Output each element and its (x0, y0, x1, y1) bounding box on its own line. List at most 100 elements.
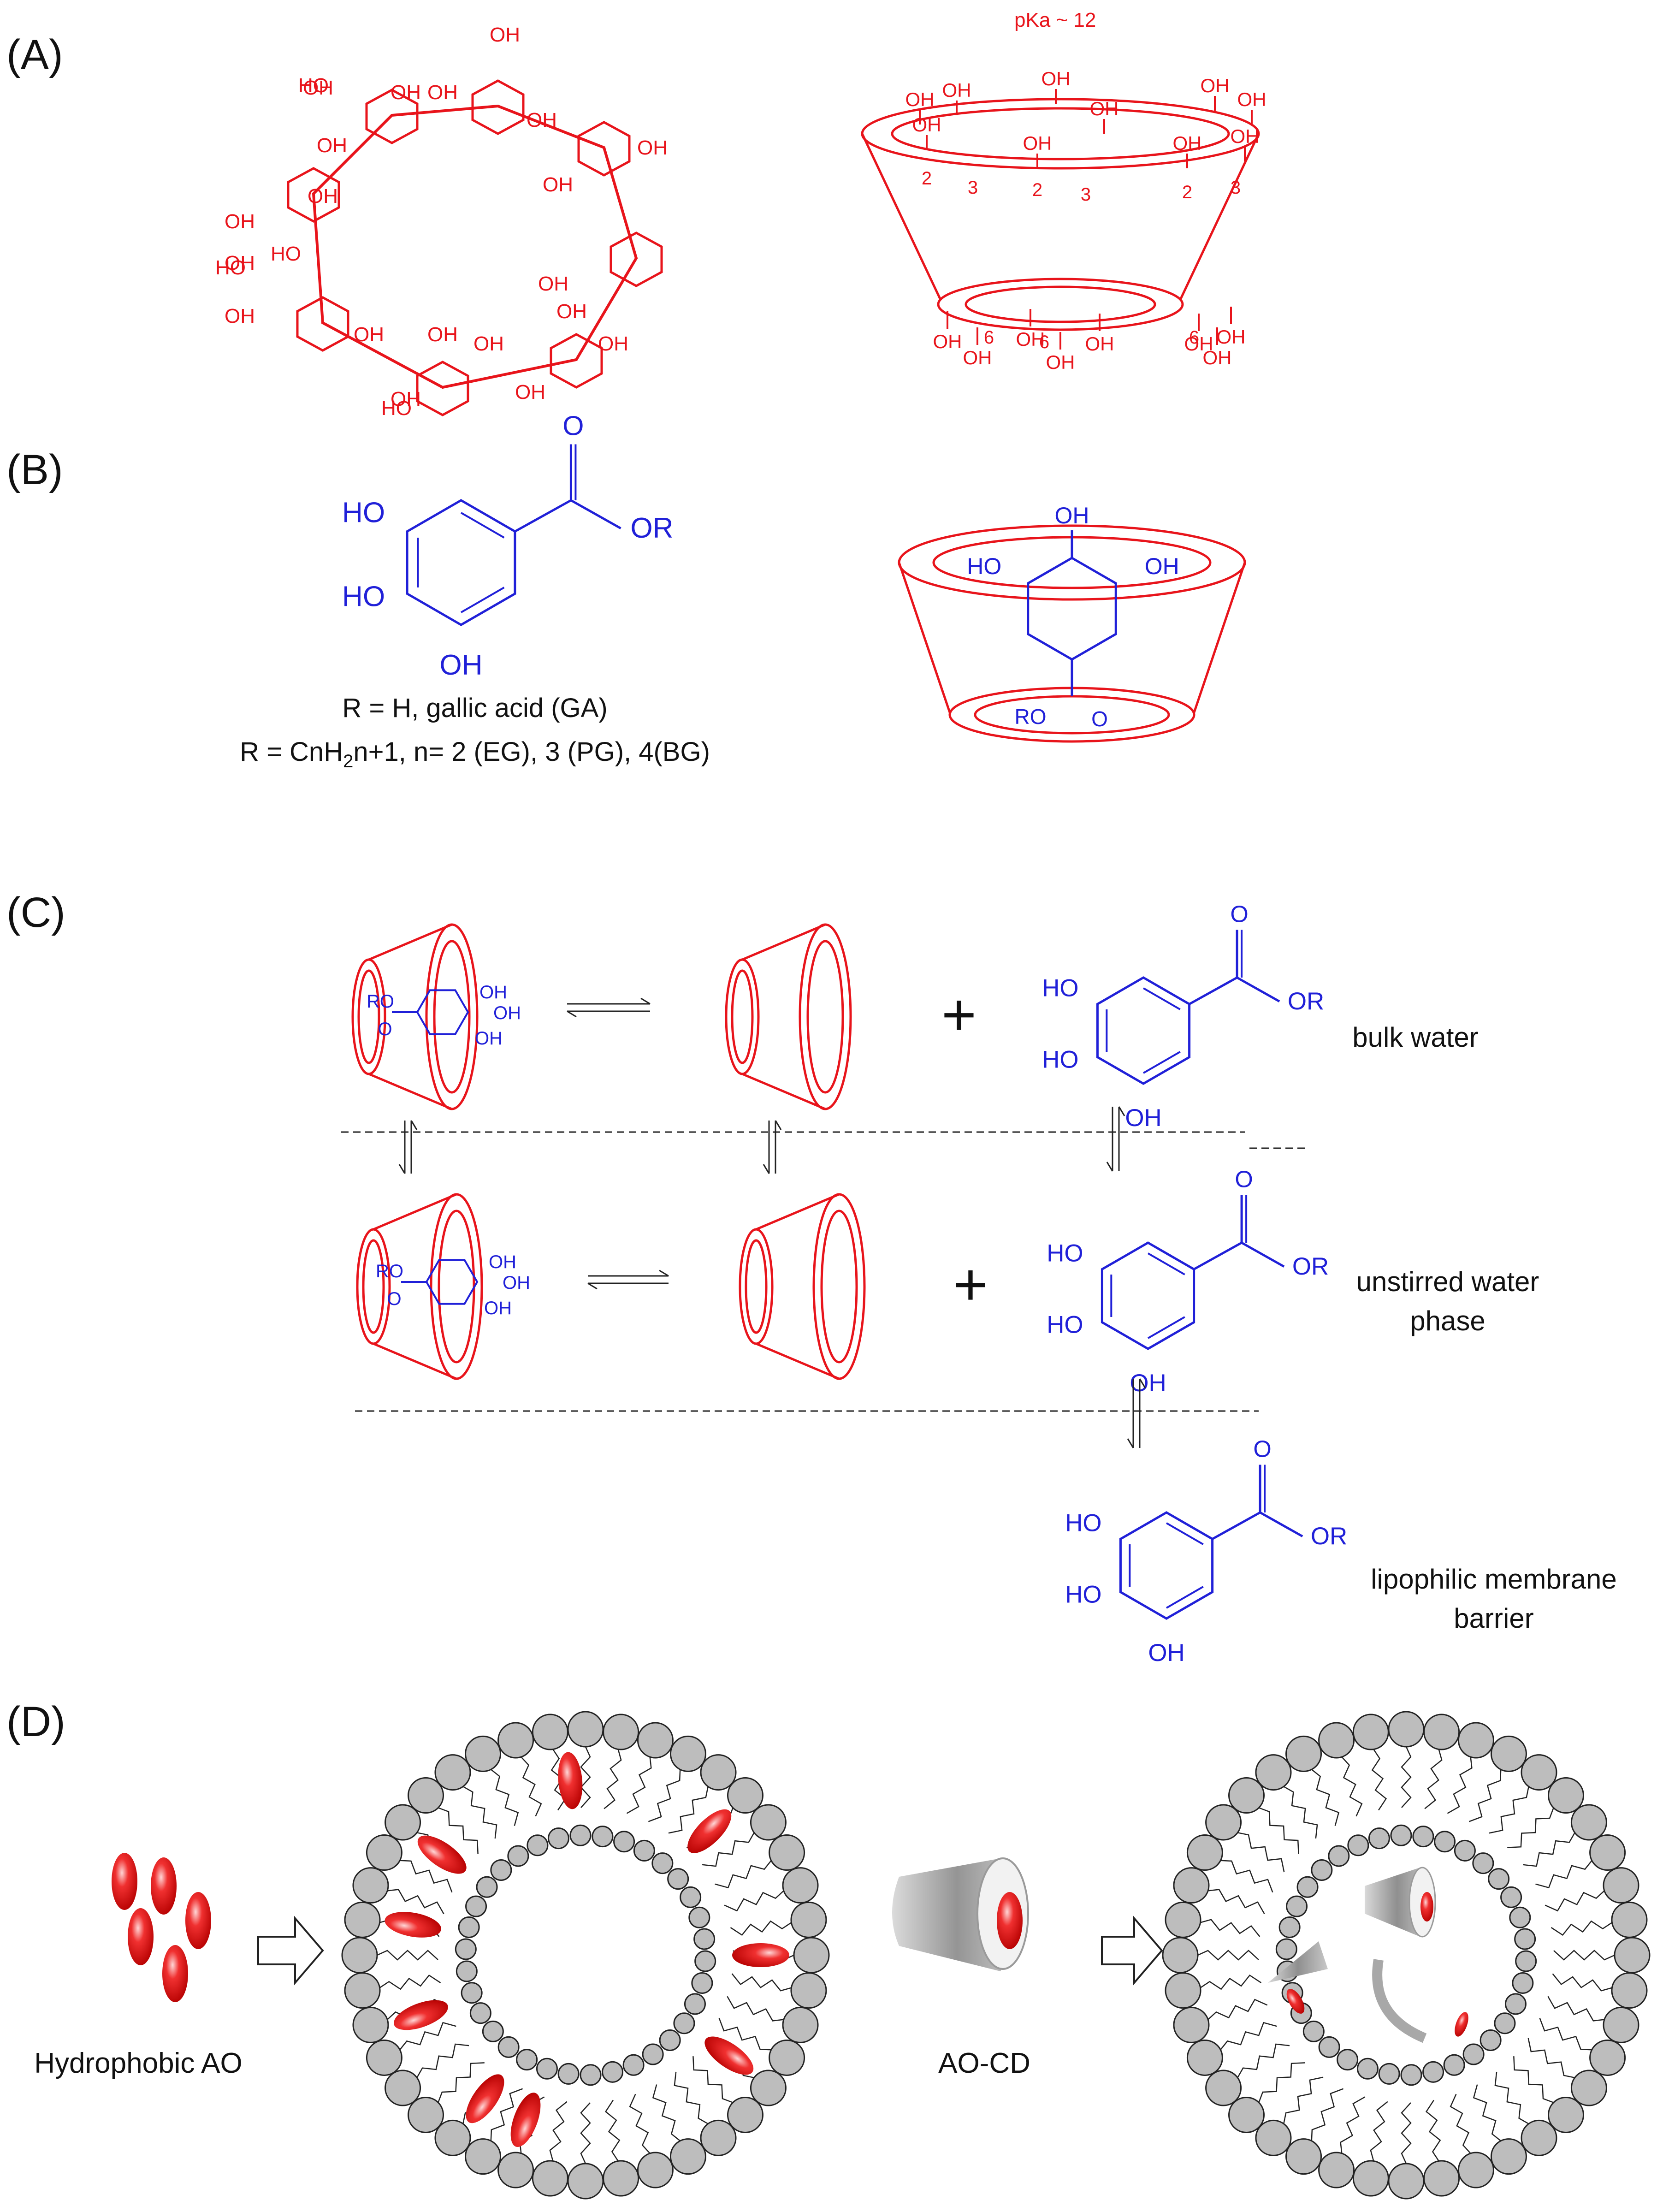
lipid-head-outer (1173, 1867, 1210, 1904)
double-bond (1166, 1522, 1204, 1545)
hydroxyl-group: OH (475, 1028, 503, 1049)
lipid-head-outer (434, 1754, 471, 1791)
caption-formula-r: R = CnH (240, 737, 343, 767)
lipid-head-inner (688, 1906, 710, 1928)
hydroxyl-group: HO (342, 497, 385, 528)
phase-membrane-line1: lipophilic membrane (1371, 1564, 1617, 1595)
primary-hydroxyl: OH (963, 347, 992, 368)
lipid-tail (1197, 1950, 1259, 1961)
antioxidant-molecule (466, 2074, 504, 2123)
lipid-head-inner (1422, 2061, 1444, 2083)
phase-equilibrium-arrow-head (410, 1120, 418, 1130)
lipid-head-outer (352, 2006, 389, 2043)
antioxidant-molecule (128, 1908, 154, 1965)
cone-wide-rim-inner (806, 940, 844, 1094)
hydroxyl-group: OH (489, 1252, 516, 1272)
lipid-tail (1539, 2017, 1592, 2051)
lipid-tail (1547, 1996, 1605, 2022)
lipid-head-inner (497, 2036, 520, 2058)
lipid-head-inner (651, 1852, 674, 1874)
lipid-head-outer (1603, 2006, 1639, 2043)
hydroxyl-label: OH (308, 185, 338, 208)
caption-subscript-2: 2 (343, 751, 353, 771)
panel-a-label: (A) (6, 31, 63, 78)
lipid-head-outer (532, 1714, 568, 1750)
liposome-with-ao-cd (1162, 1711, 1651, 2200)
lipid-tail (521, 1756, 542, 1817)
benzene-ring (416, 989, 469, 1035)
antioxidant-molecule (1455, 2012, 1468, 2037)
lipid-head-inner (1472, 1852, 1494, 1874)
ester-group: OR (1288, 988, 1324, 1015)
carbonyl-oxygen: O (562, 410, 584, 441)
cone-narrow-rim-inner (745, 1239, 768, 1334)
carbonyl-oxygen: O (1230, 901, 1248, 927)
carbonyl-oxygen: O (387, 1289, 401, 1309)
lipid-head-inner (592, 1826, 614, 1848)
secondary-hydroxyl: OH (1201, 75, 1230, 96)
lipid-tail (1522, 1832, 1575, 1867)
gallate-caption-line2: R = CnH2n+1, n= 2 (EG), 3 (PG), 4(BG) (240, 737, 710, 771)
lipid-tail (1200, 1974, 1262, 1990)
carbon-position-label: 3 (1231, 178, 1241, 198)
panel-b-label: (B) (6, 446, 63, 493)
cd-cone-inside (1268, 1941, 1328, 1983)
hydroxyl-group: HO (1047, 1239, 1083, 1267)
lipid-head-outer (1186, 1834, 1223, 1871)
antioxidant-molecule (385, 1912, 441, 1938)
lipid-head-outer (793, 1937, 830, 1974)
lipid-head-outer (750, 1804, 787, 1841)
hydroxyl-group: OH (1125, 1104, 1161, 1132)
secondary-hydroxyl: OH (1237, 89, 1266, 110)
cd-cone-horizontal (351, 923, 479, 1110)
lipid-head-outer (465, 1735, 502, 1772)
lipid-tail (1447, 1756, 1473, 1814)
lipid-head-inner (482, 2020, 504, 2042)
lipid-head-inner (516, 2049, 538, 2071)
lipid-head-outer (1285, 1735, 1322, 1772)
phase-equilibrium-arrow-head (1127, 1438, 1134, 1448)
hydroxyl-label: OH (391, 81, 421, 104)
antioxidant-molecule (510, 2093, 541, 2147)
lipid-head-outer (1352, 2160, 1389, 2197)
hydroxyl-label: OH (543, 173, 573, 196)
glucose-ring (416, 361, 469, 416)
lipid-head-inner (659, 2029, 681, 2052)
hydroxyl-label-left: HO (271, 243, 301, 265)
lipid-head-outer (1318, 1722, 1355, 1759)
lipid-tail (629, 2093, 651, 2154)
secondary-hydroxyl: OH (905, 89, 935, 110)
ester-group: OR (1292, 1253, 1329, 1280)
phase-equilibrium-arrow-head (398, 1164, 406, 1174)
lipid-head-outer (700, 1754, 737, 1791)
lipid-head-outer (1205, 1804, 1242, 1841)
lipid-head-inner (507, 1845, 529, 1867)
lipid-tail (1220, 1860, 1273, 1893)
lipid-head-outer (434, 2119, 471, 2156)
partitioning-scheme: OHOHOHROO+OORHOHOOHOHOHOHROO+OORHOHOOHOO… (351, 901, 1347, 1666)
hydroxyl-group: OH (1145, 553, 1179, 579)
carbon-position-label: 6 (984, 327, 994, 348)
lipid-head-outer (727, 2096, 763, 2133)
lipid-tail (377, 1950, 438, 1961)
ester-group: OR (1311, 1523, 1347, 1550)
lipid-tail (715, 1860, 772, 1889)
cd-cone-horizontal (739, 1193, 866, 1380)
equilibrium-arrow-head (567, 1010, 577, 1018)
lipid-tail (549, 2101, 568, 2161)
lipid-head-inner (1462, 2043, 1485, 2065)
lipid-head-outer (790, 1901, 827, 1938)
lipid-head-inner (476, 1876, 498, 1898)
lipid-tail (730, 1920, 792, 1936)
carbon-position-label: 6 (1189, 327, 1199, 348)
lipid-head-inner (622, 2054, 645, 2076)
hydroxyl-group: OH (1055, 503, 1089, 528)
lipid-head-outer (1457, 1722, 1494, 1759)
lipid-tail (731, 1973, 792, 1992)
lipid-head-outer (1228, 1777, 1265, 1814)
